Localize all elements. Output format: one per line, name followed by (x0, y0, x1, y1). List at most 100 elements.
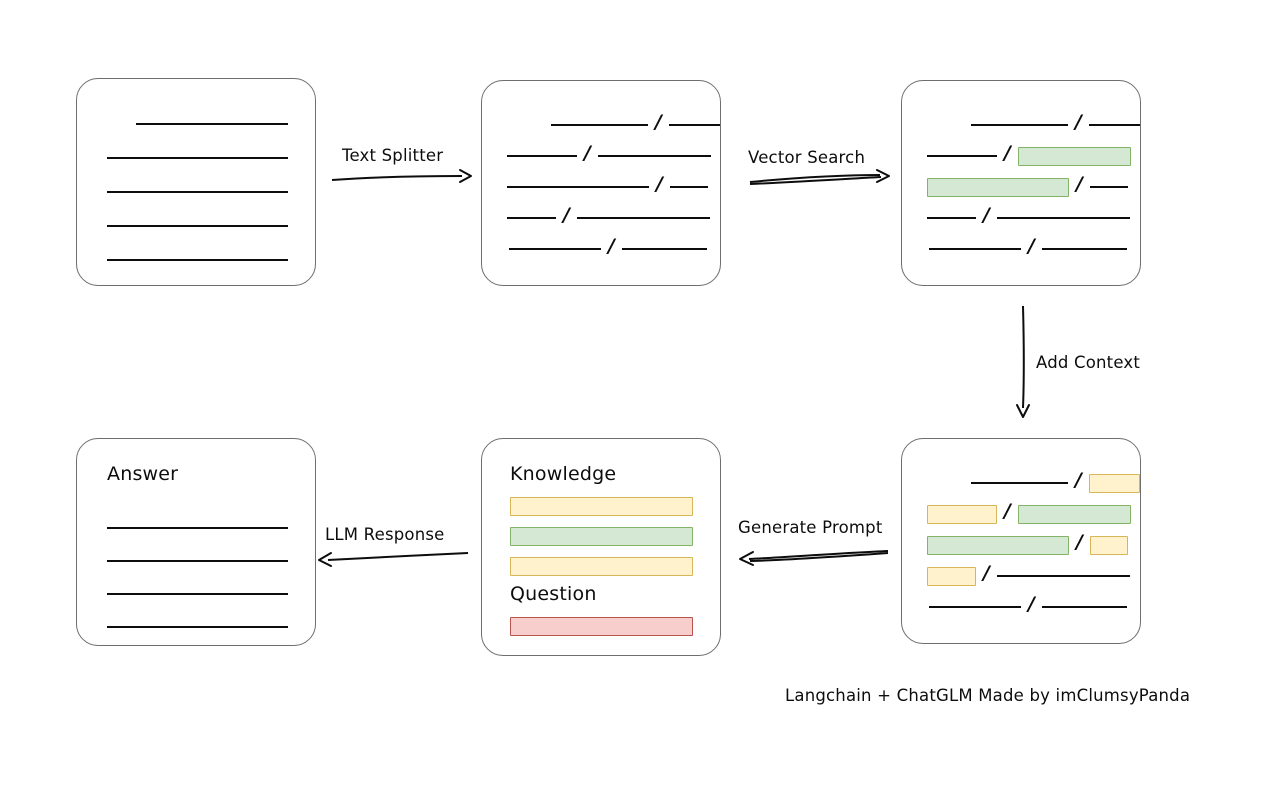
text-line (107, 147, 288, 169)
text-line (107, 583, 288, 605)
text-line (107, 550, 288, 572)
arrow-generate-prompt (739, 550, 889, 566)
text-underline-segment (107, 626, 288, 628)
text-line: / (507, 234, 707, 260)
edge-label-text-splitter: Text Splitter (342, 146, 444, 165)
highlighted-chunk-green[interactable] (927, 535, 1069, 555)
card-matched-chunks[interactable]: / / / / / (901, 80, 1141, 286)
text-underline-segment (996, 217, 1130, 219)
text-underline-segment (107, 593, 288, 595)
line-list-answer (77, 439, 315, 645)
text-line: / (507, 203, 710, 229)
text-underline-segment (597, 155, 711, 157)
text-underline-segment (927, 155, 997, 157)
card-context-chunks[interactable]: / / / / / (901, 438, 1141, 644)
segment-separator-slash: / (1028, 592, 1035, 615)
prompt-bar-knowledge-3[interactable] (510, 557, 693, 576)
text-underline-segment (929, 606, 1021, 608)
arrow-vector-search (749, 169, 890, 185)
edge-label-generate-prompt: Generate Prompt (738, 518, 883, 537)
text-underline-segment (971, 482, 1068, 484)
text-line: / (927, 234, 1127, 260)
highlighted-chunk-green[interactable] (1017, 504, 1131, 524)
card-split-chunks[interactable]: / / / / / (481, 80, 721, 286)
prompt-bar-knowledge-2[interactable] (510, 527, 693, 546)
text-underline-segment (107, 527, 288, 529)
text-line: / (507, 172, 708, 198)
text-line (107, 215, 288, 237)
text-underline-segment (1041, 248, 1127, 250)
text-underline-segment (971, 124, 1068, 126)
text-underline-segment (107, 560, 288, 562)
prompt-bar-knowledge-1[interactable] (510, 497, 693, 516)
segment-separator-slash: / (656, 172, 663, 195)
card-heading-answer: Answer (107, 463, 179, 485)
segment-separator-slash: / (1004, 499, 1011, 522)
edge-label-llm-response: LLM Response (325, 525, 445, 544)
text-line: / (507, 110, 720, 136)
segment-separator-slash: / (983, 203, 990, 226)
text-line (107, 181, 288, 203)
line-list-context-chunks: / / / / / (902, 439, 1140, 643)
card-heading-knowledge: Knowledge (510, 463, 617, 485)
text-underline-segment (507, 155, 577, 157)
line-list-split-chunks: / / / / / (482, 81, 720, 285)
text-line: / (927, 110, 1140, 136)
text-line: / (927, 468, 1140, 494)
card-answer[interactable]: Answer (76, 438, 316, 646)
highlighted-chunk-green[interactable] (927, 177, 1069, 197)
text-line: / (927, 499, 1131, 525)
card-prompt[interactable]: Knowledge Question (481, 438, 721, 656)
segment-separator-slash: / (584, 141, 591, 164)
segment-separator-slash: / (655, 110, 662, 133)
highlighted-chunk-yellow[interactable] (927, 504, 997, 524)
text-underline-segment (107, 225, 288, 227)
text-line (107, 616, 288, 638)
segment-separator-slash: / (1076, 530, 1083, 553)
highlighted-chunk-yellow[interactable] (1089, 535, 1128, 555)
arrow-text-splitter (331, 169, 472, 183)
prompt-bar-question[interactable] (510, 617, 693, 636)
segment-separator-slash: / (1075, 110, 1082, 133)
text-underline-segment (107, 191, 288, 193)
segment-separator-slash: / (563, 203, 570, 226)
card-source-document[interactable] (76, 78, 316, 286)
segment-separator-slash: / (1028, 234, 1035, 257)
text-line (107, 249, 288, 271)
text-underline-segment (1088, 124, 1140, 126)
segment-separator-slash: / (983, 561, 990, 584)
edge-label-vector-search: Vector Search (748, 148, 866, 167)
segment-separator-slash: / (1075, 468, 1082, 491)
line-list-source-document (77, 79, 315, 285)
text-underline-segment (551, 124, 648, 126)
text-line (107, 113, 288, 135)
text-line: / (927, 561, 1130, 587)
text-underline-segment (927, 217, 976, 219)
text-underline-segment (668, 124, 720, 126)
segment-separator-slash: / (608, 234, 615, 257)
text-line: / (927, 174, 1128, 198)
highlighted-chunk-yellow[interactable] (1088, 473, 1140, 493)
text-underline-segment (509, 248, 601, 250)
segment-separator-slash: / (1004, 141, 1011, 164)
text-underline-segment (929, 248, 1021, 250)
text-underline-segment (507, 186, 649, 188)
edge-label-add-context: Add Context (1036, 353, 1141, 372)
text-line: / (927, 530, 1128, 556)
text-line: / (507, 141, 711, 167)
highlighted-chunk-yellow[interactable] (927, 566, 976, 586)
line-list-matched-chunks: / / / / / (902, 81, 1140, 285)
text-underline-segment (1089, 186, 1128, 188)
text-underline-segment (107, 259, 288, 261)
text-underline-segment (136, 123, 288, 125)
footer-credit: Langchain + ChatGLM Made by imClumsyPand… (785, 686, 1191, 705)
text-underline-segment (507, 217, 556, 219)
arrow-add-context (1016, 305, 1030, 418)
highlighted-chunk-green[interactable] (1017, 146, 1131, 166)
text-line: / (927, 203, 1130, 229)
text-line (107, 517, 288, 539)
text-line: / (927, 141, 1131, 167)
text-underline-segment (1041, 606, 1127, 608)
text-underline-segment (621, 248, 707, 250)
